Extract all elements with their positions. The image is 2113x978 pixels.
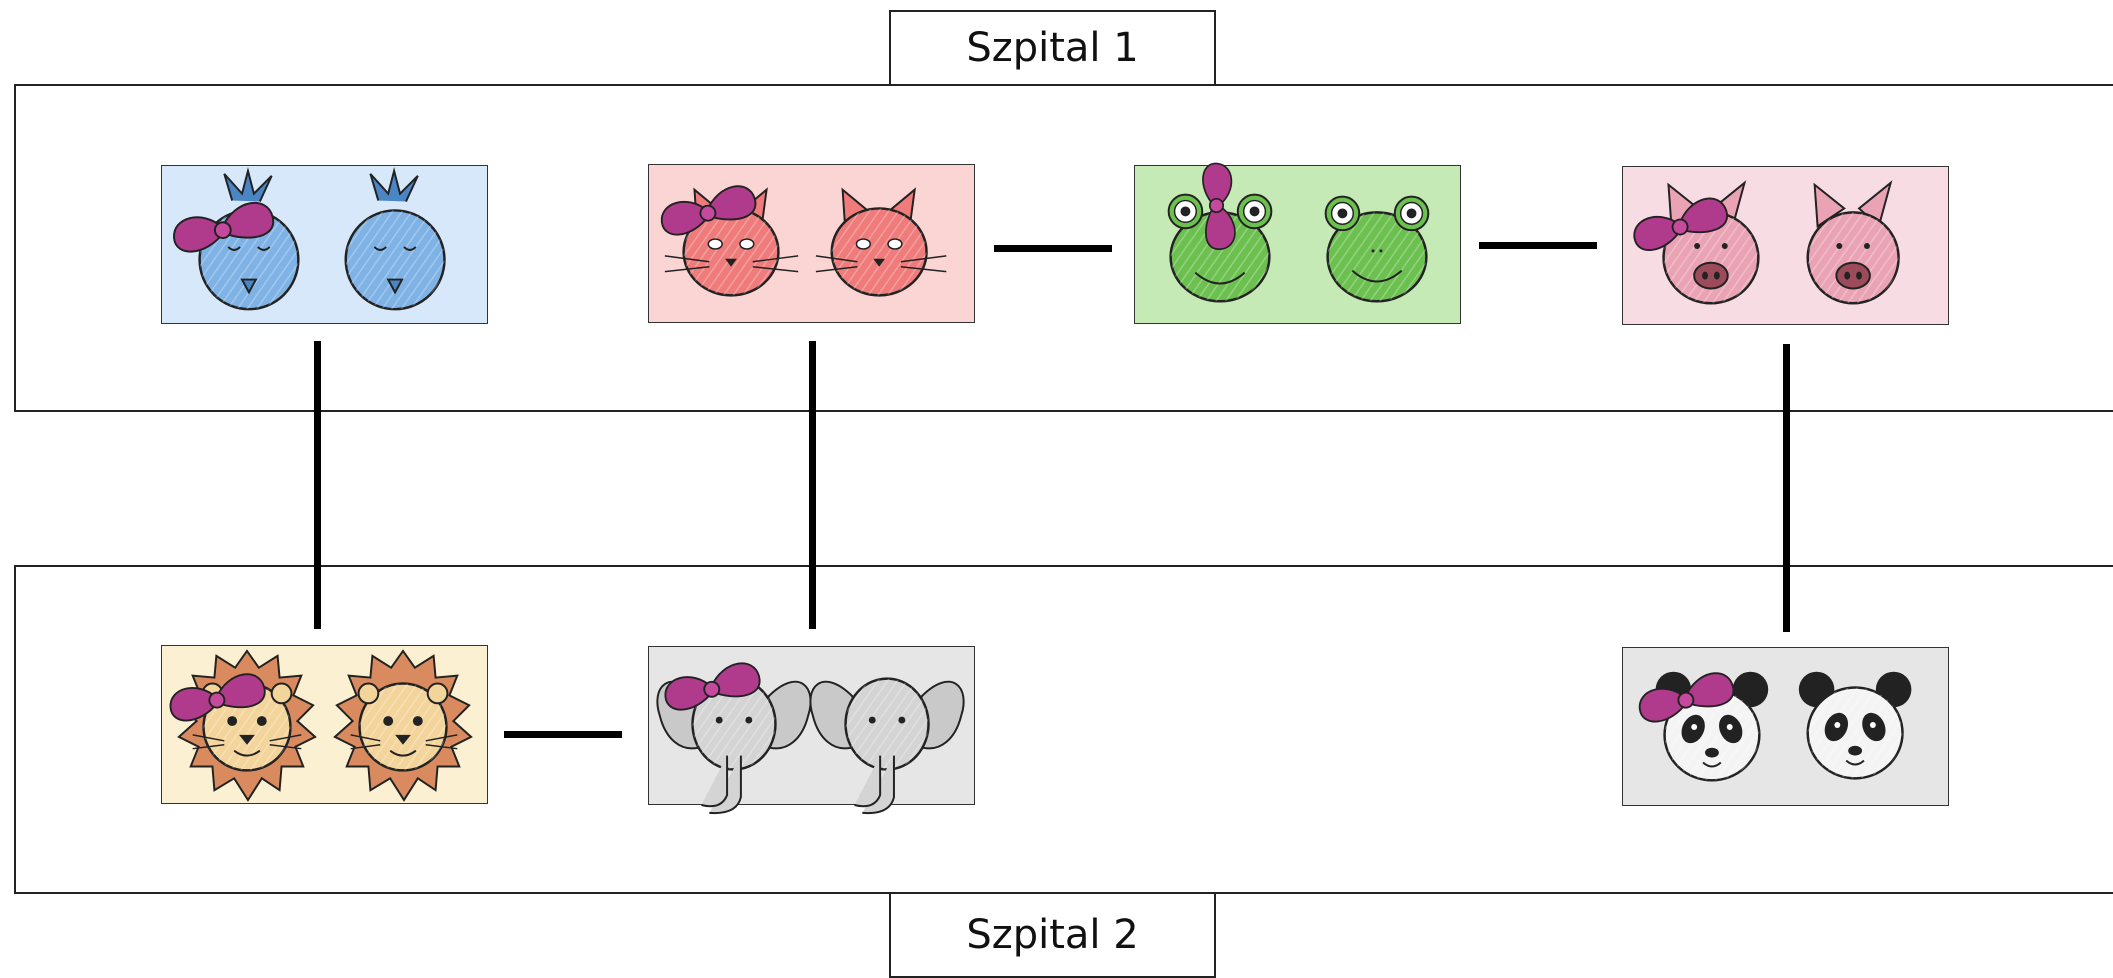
connection-pig-panda — [1783, 344, 1790, 632]
connection-frog-pig — [1479, 242, 1597, 249]
elephant-family-card — [648, 646, 975, 815]
connection-lion-elephant — [504, 731, 622, 738]
elephant-icon — [809, 677, 965, 815]
panda-family-card — [1622, 647, 1949, 806]
connection-bird-lion — [314, 341, 321, 629]
cat-with-bow-icon — [656, 181, 799, 297]
elephant-with-bow-icon — [656, 659, 812, 815]
bird-with-bow-icon — [169, 167, 300, 311]
hospital-2-label: Szpital 2 — [889, 892, 1216, 978]
frog-family-card — [1134, 162, 1461, 324]
cat-family-card — [648, 164, 975, 323]
frog-icon — [1324, 195, 1430, 303]
lion-with-bow-icon — [166, 649, 317, 802]
frog-with-bow-icon — [1167, 162, 1273, 303]
pig-family-card — [1622, 166, 1949, 325]
connection-cat-elephant — [809, 341, 816, 629]
lion-family-card — [161, 645, 488, 804]
bird-icon — [344, 167, 446, 311]
cat-icon — [815, 187, 947, 297]
lion-icon — [333, 649, 473, 802]
panda-icon — [1798, 671, 1912, 780]
panda-with-bow-icon — [1634, 668, 1769, 782]
pig-with-bow-icon — [1628, 180, 1760, 305]
connection-cat-frog — [994, 245, 1112, 252]
bird-family-card — [161, 165, 488, 324]
hospital-1-label: Szpital 1 — [889, 10, 1216, 86]
pig-icon — [1806, 180, 1900, 305]
